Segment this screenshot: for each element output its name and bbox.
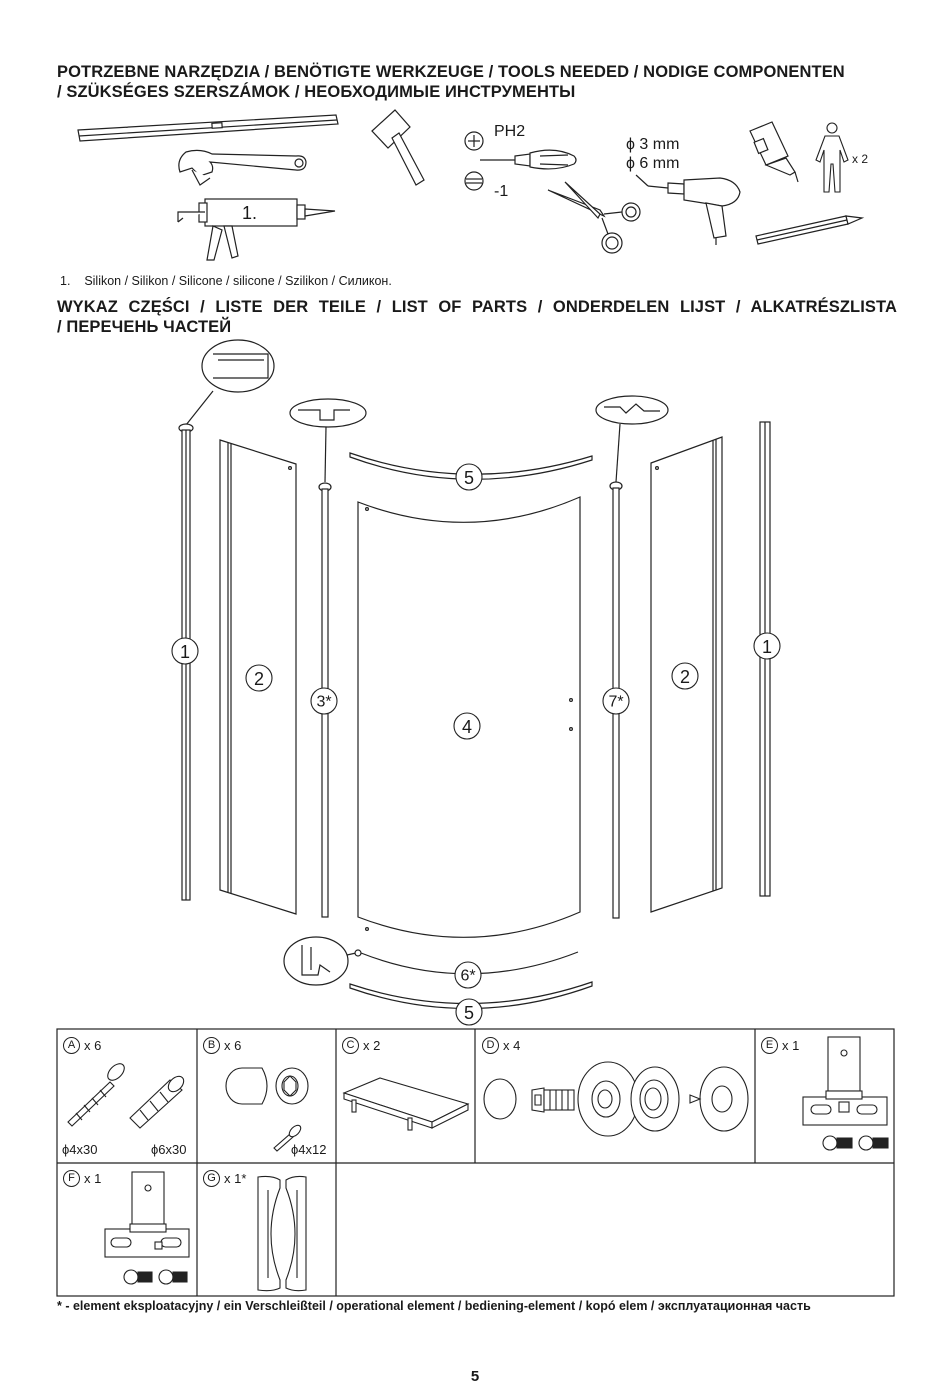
callout-5-top: 5 [464,468,474,488]
callout-circle-4 [453,712,481,740]
hardware-d-qty: x 4 [503,1038,521,1053]
callout-circle-3 [310,687,338,715]
hinge-screws-icon [822,1135,889,1151]
screw-icon [67,1063,125,1127]
hardware-g-letter: G [203,1170,220,1187]
callout-1-left: 1 [180,642,190,662]
hardware-a-qty: x 6 [84,1038,102,1053]
cover-cap-icon [225,1067,268,1105]
hardware-table-grid [56,1028,895,1297]
screwdriver-icon [480,149,577,170]
callout-circle-6 [454,961,482,989]
silicone-note: 1. Silikon / Silikon / Silicone / silico… [60,274,392,288]
roller-washer-icon [630,1066,680,1132]
hardware-e-qty: x 1 [782,1038,800,1053]
roller-wheel-icon [577,1061,639,1137]
tools-heading-line1: POTRZEBNE NARZĘDZIA / BENÖTIGTE WERKZEUG… [57,63,845,81]
pencil-icon [755,215,865,245]
roller-nut-icon [689,1066,749,1132]
spirit-level-icon [77,114,339,142]
hardware-a-letter: A [63,1037,80,1054]
profile-detail-bubble-1 [185,339,275,426]
hardware-b-qty: x 6 [224,1038,242,1053]
scissors-icon [547,181,641,254]
hardware-d-label: D x 4 [482,1037,520,1054]
profile-detail-bubble-3 [289,398,367,483]
flat-size-label: -1 [494,183,508,200]
profile-detail-bubble-7 [595,395,669,483]
tools-heading-line2: / SZÜKSÉGES SZERSZÁMOK / НЕОБХОДИМЫЕ ИНС… [57,83,576,101]
callout-circle-2-left [245,664,273,692]
tape-measure-icon [749,121,799,183]
hardware-b-dim-screw: ϕ4x12 [291,1142,327,1157]
callout-4: 4 [462,717,472,737]
hardware-c-letter: C [342,1037,359,1054]
callout-circle-5-top [455,463,483,491]
callout-circle-7 [602,687,630,715]
hardware-a-dim-screw: ϕ4x30 [62,1142,98,1157]
roller-bolt-icon [531,1087,575,1113]
hardware-e-letter: E [761,1037,778,1054]
small-screw-icon [273,1124,302,1152]
parts-heading-line1: WYKAZ CZĘŚCI / LISTE DER TEILE / LIST OF… [57,298,897,316]
callout-circle-2-right [671,662,699,690]
callout-7: 7* [608,694,623,711]
drill-icon [635,174,741,245]
hardware-c-qty: x 2 [363,1038,381,1053]
wall-profile-left [178,423,194,901]
seal-detail-bubble-6 [283,936,357,986]
person-icon [815,122,849,193]
callout-2-left: 2 [254,669,264,689]
person-count: x 2 [852,152,868,166]
footnote: * - element eksploatacyjny / ein Verschl… [57,1299,811,1313]
hinge-screws-f-icon [123,1269,188,1285]
top-guide-rail [349,452,593,480]
door-handle-icon [257,1175,307,1292]
hardware-b-label: B x 6 [203,1037,241,1054]
hardware-e-label: E x 1 [761,1037,799,1054]
page-number: 5 [470,1368,480,1385]
drill-size-6mm: ϕ 6 mm [626,155,679,172]
cap-nut-icon [275,1067,309,1105]
roller-cap-icon [483,1078,517,1120]
hinge-bracket-top-icon [802,1036,888,1126]
callout-6: 6* [460,968,475,985]
hardware-b-letter: B [203,1037,220,1054]
hardware-f-qty: x 1 [84,1171,102,1186]
hardware-f-letter: F [63,1170,80,1187]
bottom-guide-rail [349,981,593,1010]
hardware-a-label: A x 6 [63,1037,101,1054]
hardware-f-label: F x 1 [63,1170,101,1187]
hardware-d-letter: D [482,1037,499,1054]
wrench-icon [178,149,307,186]
hardware-c-label: C x 2 [342,1037,380,1054]
parts-heading: WYKAZ CZĘŚCI / LISTE DER TEILE / LIST OF… [57,297,897,337]
hardware-a-dim-plug: ϕ6x30 [151,1142,187,1157]
silicone-gun-label: 1. [242,203,257,223]
hammer-icon [371,109,425,186]
wall-plug-icon [129,1075,185,1129]
bracket-plate-icon [342,1077,470,1131]
callouts [171,463,781,1026]
silicone-gun-icon [177,198,336,261]
callout-5-bottom: 5 [464,1003,474,1023]
drill-size-3mm: ϕ 3 mm [626,136,679,153]
tools-illustration: 1. PH2 -1 ϕ 3 mm ϕ 6 mm [77,109,868,261]
tools-heading: POTRZEBNE NARZĘDZIA / BENÖTIGTE WERKZEUG… [57,62,897,102]
callout-circle-1-left [171,637,199,665]
hinge-bracket-bottom-icon [104,1171,190,1258]
callout-2-right: 2 [680,667,690,687]
phillips-head-icon [464,131,484,151]
callout-circle-5-bottom [455,998,483,1026]
hardware-g-label: G x 1* [203,1170,246,1187]
callout-3: 3* [316,694,331,711]
parts-diagram: 1 2 3* 4 5 7* 2 1 6* 5 [171,339,781,1026]
phillips-size-label: PH2 [494,123,525,140]
flat-head-icon [464,171,484,191]
callout-circle-1-right [753,632,781,660]
hardware-g-qty: x 1* [224,1171,247,1186]
parts-heading-line2: / ПЕРЕЧЕНЬ ЧАСТЕЙ [57,318,232,336]
callout-1-right: 1 [762,637,772,657]
